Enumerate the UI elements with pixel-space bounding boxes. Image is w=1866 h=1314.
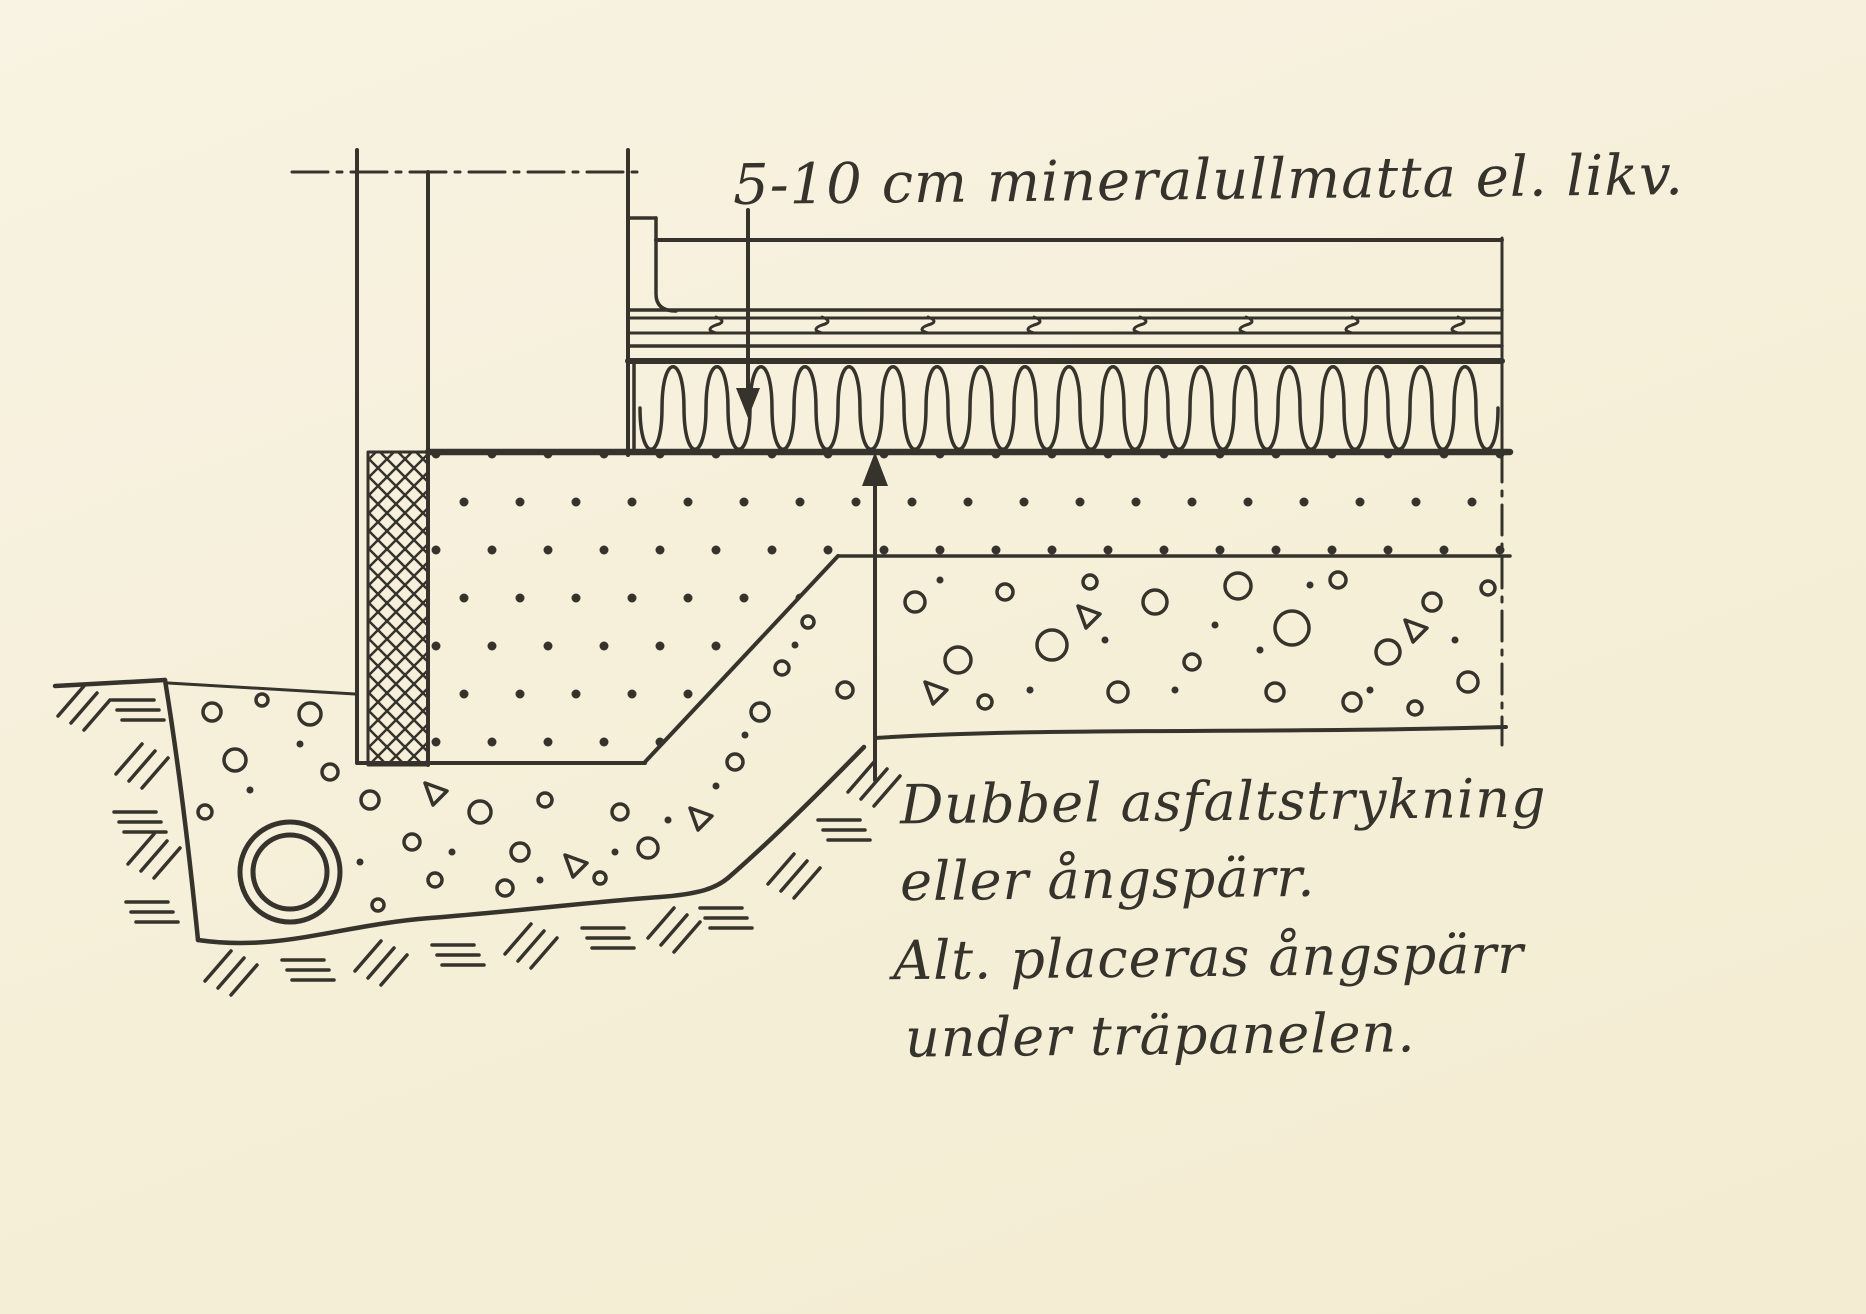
mineral-wool-mat [625,358,1505,452]
asphalt-coating-label-line2: eller ångspärr. [899,845,1316,914]
mineral-wool-label: 5-10 cm mineralullmatta el. likv. [732,143,1685,218]
slab-dots [428,452,1510,762]
board-joint-marks [708,315,1466,335]
gravel-bottom-line [873,725,1508,740]
arrow-down-icon [736,208,760,418]
drain-pipe [237,819,343,925]
excavation-outline [52,677,1508,946]
floor-boards [626,238,1504,348]
vapor-barrier-alt-label-line1: Alt. placeras ångspärr [892,922,1525,993]
asphalt-coating-label-line1: Dubbel asfaltstrykning [899,766,1547,837]
gravel-fill-left [196,614,855,925]
vapor-barrier-alt-label-line2: under träpanelen. [904,1001,1416,1070]
wall-insulation-crosshatch [366,450,430,767]
gravel-fill-right [903,570,1497,717]
concrete-slab [355,452,1512,765]
arrow-up-icon [862,452,888,782]
